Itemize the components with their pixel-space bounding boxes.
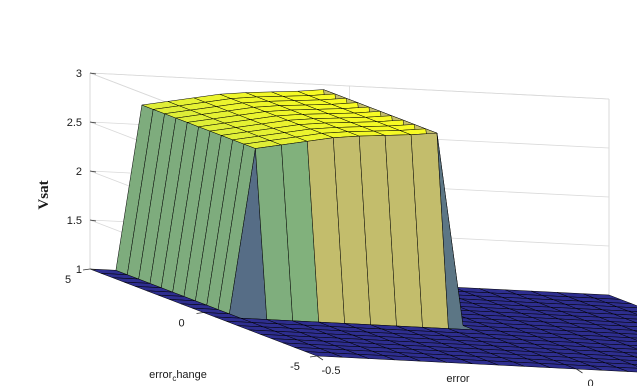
y-tick-label: 5 [65, 274, 71, 286]
x-tick-label: 0 [587, 378, 593, 386]
y-tick-label: -5 [290, 361, 300, 373]
surface-patch [618, 333, 637, 339]
z-tick-label: 1 [76, 264, 82, 276]
z-axis-label: Vsat [36, 180, 52, 209]
z-tick-mark [89, 268, 97, 271]
x-axis-label: error [446, 373, 470, 385]
surface-patch [633, 330, 637, 332]
surface-patch [615, 340, 637, 346]
y-tick-label: 0 [178, 318, 184, 330]
y-axis-label-subscript: c [172, 374, 176, 383]
surface-patch [625, 318, 637, 324]
z-tick-mark [89, 121, 97, 124]
surface-patch [628, 310, 637, 315]
y-axis-label-prefix: error [149, 369, 173, 381]
x-tick-mark [316, 355, 324, 361]
y-axis-ticks: -5 0 5 [65, 268, 318, 373]
z-axis-ticks: 1 1.5 2 2.5 3 [67, 68, 97, 276]
surface-patch [630, 337, 637, 341]
surface-patch [613, 313, 637, 320]
surface-patch [620, 359, 637, 365]
z-tick-mark [89, 219, 97, 222]
z-tick-label: 2.5 [67, 117, 82, 129]
y-axis-label: errorchange [149, 369, 207, 383]
y-tick-mark [82, 268, 91, 271]
y-tick-mark [196, 312, 204, 314]
z-tick-label: 1.5 [67, 215, 82, 227]
surface-patch [634, 356, 637, 358]
z-tick-mark [89, 170, 97, 173]
x-axis-ticks: -0.500.5 [316, 355, 594, 386]
surface-patch [631, 363, 637, 367]
surface-patch [617, 306, 637, 312]
y-tick-mark [309, 355, 318, 358]
y-axis-label-suffix: hange [176, 369, 207, 381]
x-tick-mark [576, 368, 583, 374]
z-tick-mark [89, 72, 97, 75]
surface-patch [621, 325, 637, 331]
surface-patch [623, 352, 637, 358]
surface-patch [616, 367, 637, 373]
surface-mesh [89, 89, 637, 373]
x-tick-label: -0.5 [322, 365, 341, 377]
z-tick-label: 3 [76, 68, 82, 80]
surface-patch [626, 344, 637, 350]
z-tick-label: 2 [76, 166, 82, 178]
surface-patch [612, 347, 637, 354]
